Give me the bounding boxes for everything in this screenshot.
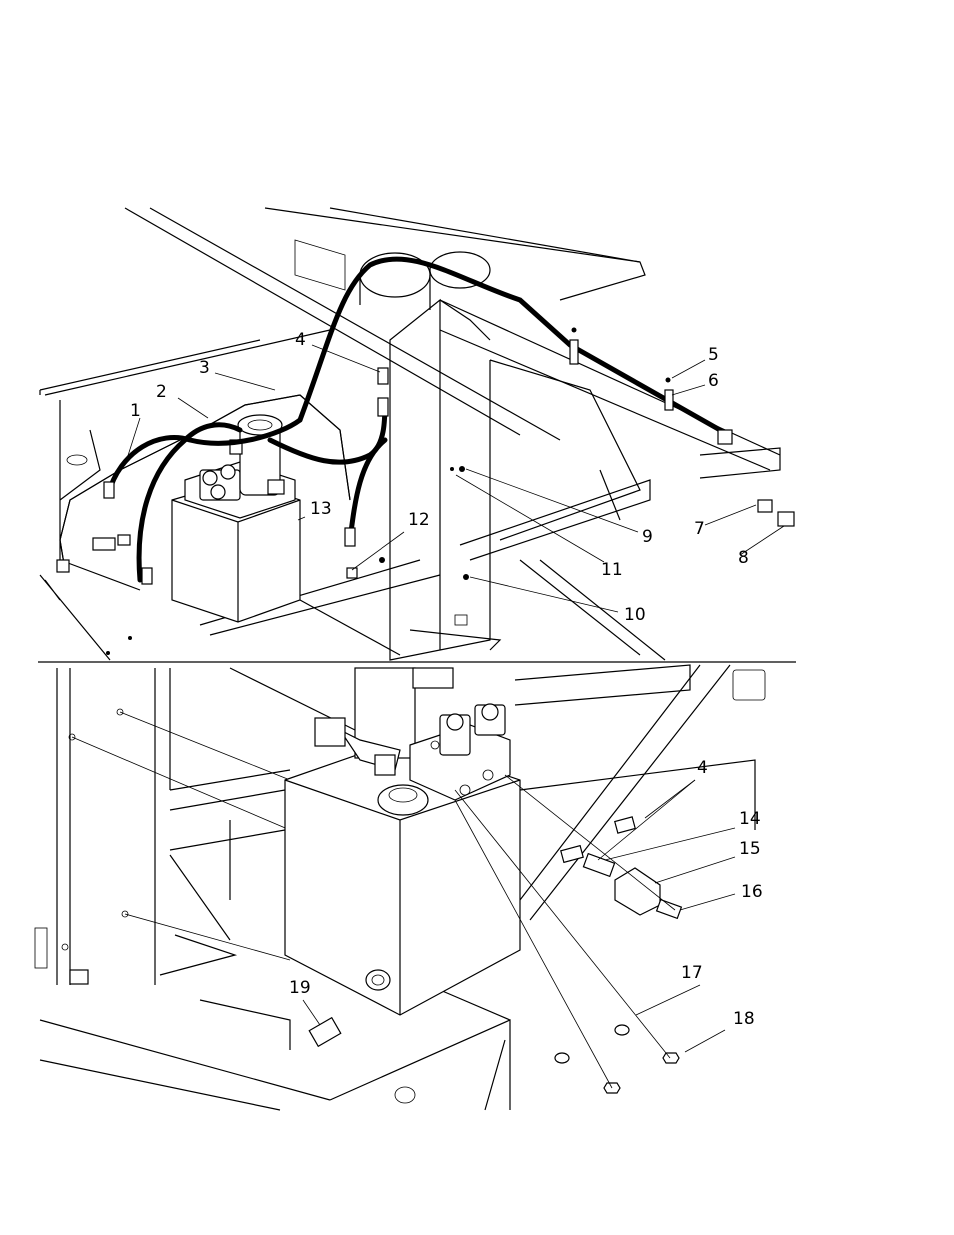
callout-10: 10 (624, 605, 646, 625)
callout-15: 15 (739, 839, 761, 859)
callout-9: 9 (642, 527, 653, 547)
washer-icon (615, 1025, 629, 1035)
callout-12: 12 (408, 510, 430, 530)
callout-3: 3 (199, 358, 210, 378)
lower-valve-block (410, 668, 510, 800)
callout-4: 4 (295, 330, 306, 350)
callout-18: 18 (733, 1009, 755, 1029)
fittings (57, 328, 794, 656)
callout-6: 6 (708, 371, 719, 391)
callout-19: 19 (289, 978, 311, 998)
callout-5: 5 (708, 345, 719, 365)
lower-view: 4 14 15 16 17 18 19 (35, 665, 765, 1110)
callout-13: 13 (310, 499, 332, 519)
callout-14: 14 (739, 809, 761, 829)
fitting-icon (378, 368, 388, 384)
callout-2: 2 (156, 382, 167, 402)
callout-11: 11 (601, 560, 623, 580)
frame-structure (40, 208, 780, 660)
nut-icon (663, 1053, 679, 1063)
callout-7: 7 (694, 519, 705, 539)
reservoir-icon (366, 970, 390, 990)
callout-17: 17 (681, 963, 703, 983)
callout-16: 16 (741, 882, 763, 902)
callout-4-lower: 4 (697, 758, 708, 778)
callout-1: 1 (130, 401, 141, 421)
fitting-icon (615, 817, 635, 833)
callout-8: 8 (738, 548, 749, 568)
upper-view: 1 2 3 4 5 6 7 8 9 10 11 12 13 (40, 208, 794, 660)
